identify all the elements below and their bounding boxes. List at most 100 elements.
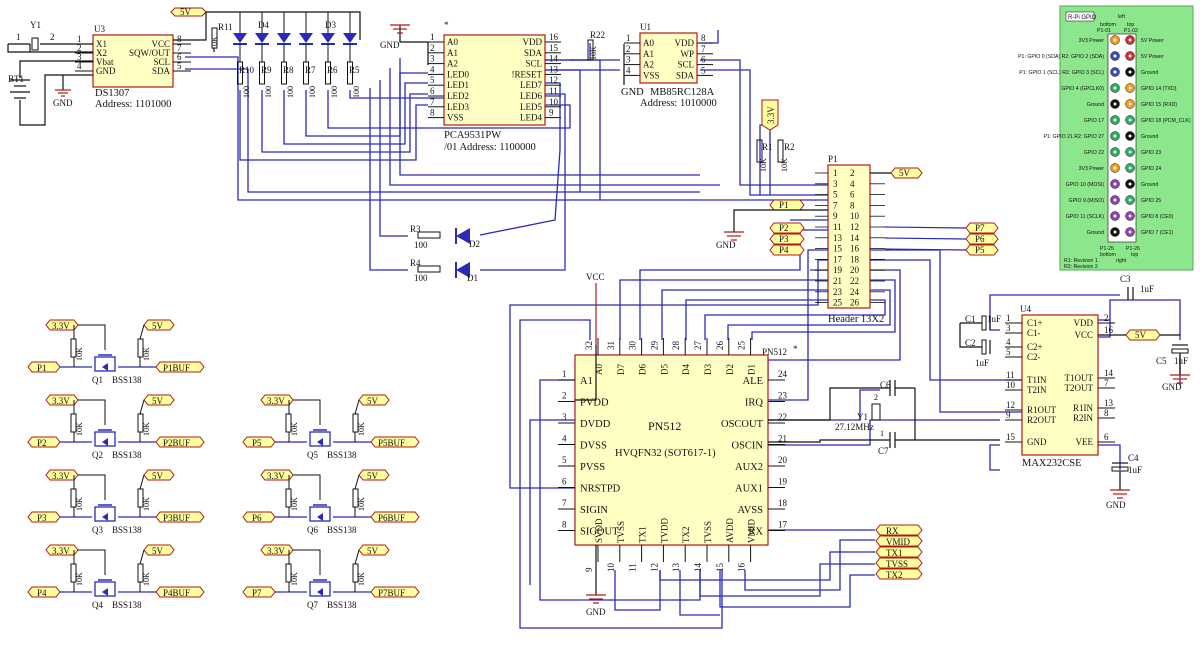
svg-text:GND: GND (586, 607, 606, 617)
y1-pin1: 1 (16, 32, 21, 42)
resistor-value: 10K (75, 497, 84, 511)
port-flag-label: P1 (37, 363, 47, 373)
buf-flag-label: P2BUF (163, 438, 190, 448)
pn512-right-pin: AUX2 (735, 462, 763, 473)
gpio-pin-hole (1113, 86, 1117, 90)
flag-5v-top: 5V (170, 7, 207, 17)
pin-num-right: 6 (177, 52, 182, 62)
pin-name-right: SQW/OUT (129, 48, 170, 58)
max-left-num: 12 (1006, 400, 1015, 410)
pn512-bottom-pin: TVDD (659, 518, 669, 543)
wire (884, 237, 967, 240)
pin-name-left: A0 (643, 38, 654, 48)
gpio-left-label: Ground (1087, 102, 1104, 108)
pn512-right-num: 19 (778, 477, 788, 487)
port-flag-label: P2 (779, 223, 789, 233)
svg-text:*: * (793, 344, 798, 354)
mosfet-arrow (102, 363, 108, 371)
pn512-bottom-num: 15 (715, 563, 725, 573)
port-flag-label: P4 (779, 245, 789, 255)
svg-text:C3: C3 (1120, 274, 1131, 284)
svg-text:3.3V: 3.3V (766, 106, 776, 124)
pn512-top-pin: D4 (681, 364, 691, 375)
svg-text:100: 100 (414, 240, 428, 250)
pn512-right-pin: OSCIN (731, 441, 763, 452)
svg-text:C1: C1 (965, 314, 976, 324)
header-pin-num: 15 (833, 244, 843, 254)
mosfet-part: BSS138 (327, 450, 357, 460)
max-right-pin: R2IN (1073, 413, 1094, 423)
max-left-pin: GND (1027, 437, 1047, 447)
gpio-left-label: P1: GPIO 1 (SCL) R2: GPIO 3 (SCL) (1019, 70, 1104, 76)
r11-ref: R11 (218, 22, 233, 32)
max-right-num: 13 (1104, 398, 1114, 408)
pn512-top-num: 26 (715, 341, 725, 351)
gpio-pin-hole (1128, 102, 1132, 106)
gpio-pin-hole (1113, 38, 1117, 42)
pin-num-right: 5 (177, 61, 182, 71)
pn512-bottom-num: 9 (584, 567, 594, 572)
gpio-left-label: GPIO 4 (GPCLK0) (1061, 86, 1104, 92)
resistor-value: 100 (242, 86, 251, 98)
pin-num-right: 15 (549, 43, 559, 53)
pin-name-left: LED2 (447, 91, 469, 101)
wire (293, 549, 321, 575)
pn512-top-num: 32 (584, 341, 594, 350)
pn512-left-pin: DVSS (580, 441, 607, 452)
pn512-title: PN512 (648, 419, 681, 433)
pn512-left-pin: PVSS (580, 462, 605, 473)
max-left-pin: C1+ (1027, 318, 1043, 328)
svg-text:left: left (1118, 14, 1125, 20)
pn512-bottom-pin: AVDD (725, 518, 735, 543)
resistor-value: 10K (357, 422, 366, 436)
max232-part: MAX232CSE (1022, 458, 1082, 469)
wire (139, 549, 145, 565)
gpio-right-label: GPIO 8 (CE0) (1141, 214, 1174, 220)
mosfet-part: BSS138 (112, 525, 142, 535)
svg-text:1uF: 1uF (1128, 465, 1142, 475)
svg-text:1uF: 1uF (987, 314, 1001, 324)
buf-flag-label: P4BUF (163, 588, 190, 598)
mosfet-ref: Q4 (92, 600, 103, 610)
wire (78, 399, 106, 425)
mosfet-icon (94, 356, 116, 372)
led-icon (233, 33, 247, 43)
pn512-top-num: 25 (737, 341, 747, 351)
gpio-right-label: GPIO 14 (TXD) (1141, 86, 1177, 92)
pn512-top-pin: A0 (594, 364, 604, 375)
pn512-top-num: 29 (649, 341, 659, 351)
rf-flag-tx2 (875, 568, 923, 580)
pn512-left-num: 7 (562, 498, 567, 508)
svg-text:bottom: bottom (1100, 252, 1116, 258)
resistor-ref: R7 (305, 65, 316, 75)
pn512-right-pin: IRQ (745, 398, 764, 409)
svg-text:top: top (1127, 22, 1134, 28)
r1-r2: R1 R2 10K 10K (756, 139, 795, 172)
mosfet-arrow (102, 588, 108, 596)
mosfet-icon (309, 431, 331, 447)
max-left-num: 11 (1006, 370, 1015, 380)
gpio-pin-hole (1128, 86, 1132, 90)
pin-num-right: 14 (549, 54, 559, 64)
cap-c3: C3 1uF (1120, 274, 1154, 300)
wire (354, 549, 360, 565)
pca9531-chip (443, 34, 546, 126)
rf-flag-label: TX2 (886, 570, 903, 580)
max-left-num: 10 (1006, 380, 1016, 390)
pin-num-left: 1 (430, 32, 435, 42)
pin-name-left: LED3 (447, 102, 469, 112)
port-flag-p4 (769, 244, 805, 256)
resistor-value: 10K (142, 572, 151, 586)
svg-text:R1: R1 (762, 142, 773, 152)
svg-text:D1: D1 (467, 273, 478, 283)
pin-num-left: 3 (430, 54, 435, 64)
pn512-right-num: 18 (778, 498, 788, 508)
pin-name-left: A1 (447, 48, 458, 58)
header-pin-num: 5 (833, 190, 838, 200)
port-flag (242, 436, 276, 448)
resistor-value: 10K (142, 497, 151, 511)
u1-address: Address: 1010000 (640, 98, 717, 109)
max-right-pin: VDD (1074, 318, 1094, 328)
